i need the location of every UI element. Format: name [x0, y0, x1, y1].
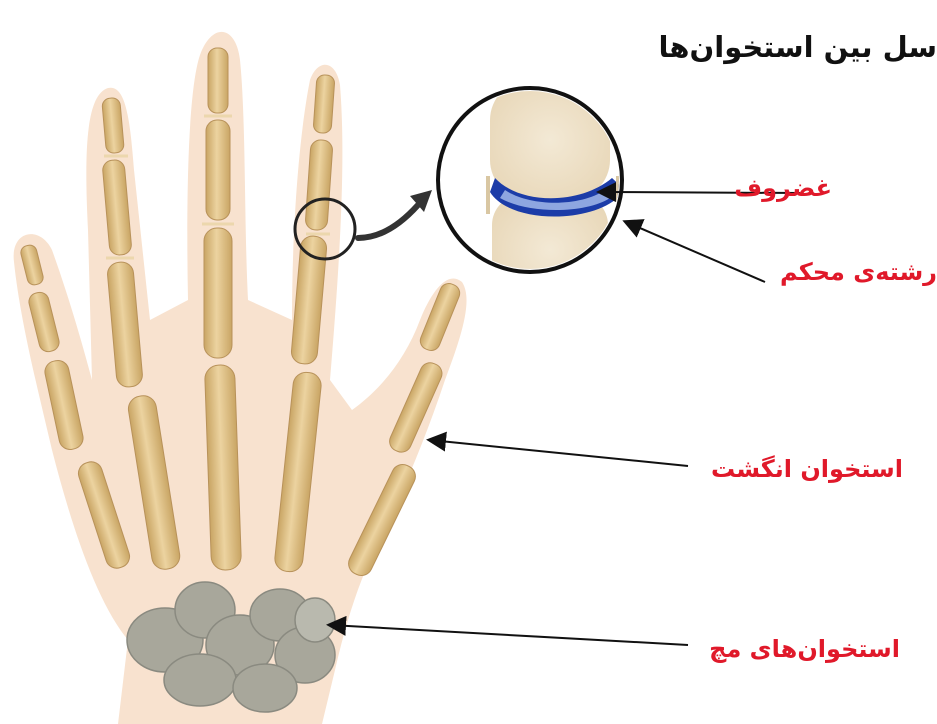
label-cartilage: غضروف [734, 174, 832, 202]
label-wrist-bones: استخوان‌های مچ [709, 635, 900, 663]
ligament-arrow [626, 222, 765, 282]
label-finger-bone: استخوان انگشت [711, 455, 903, 483]
diagram-title: سل بین استخوان‌ها [659, 30, 937, 64]
zoom-arrow [358, 205, 418, 238]
wrist-bone-arrow [330, 625, 688, 645]
label-ligament: رشته‌ی محکم [780, 258, 937, 286]
finger-bone-arrow [430, 440, 688, 466]
joint-zoom [438, 80, 625, 305]
